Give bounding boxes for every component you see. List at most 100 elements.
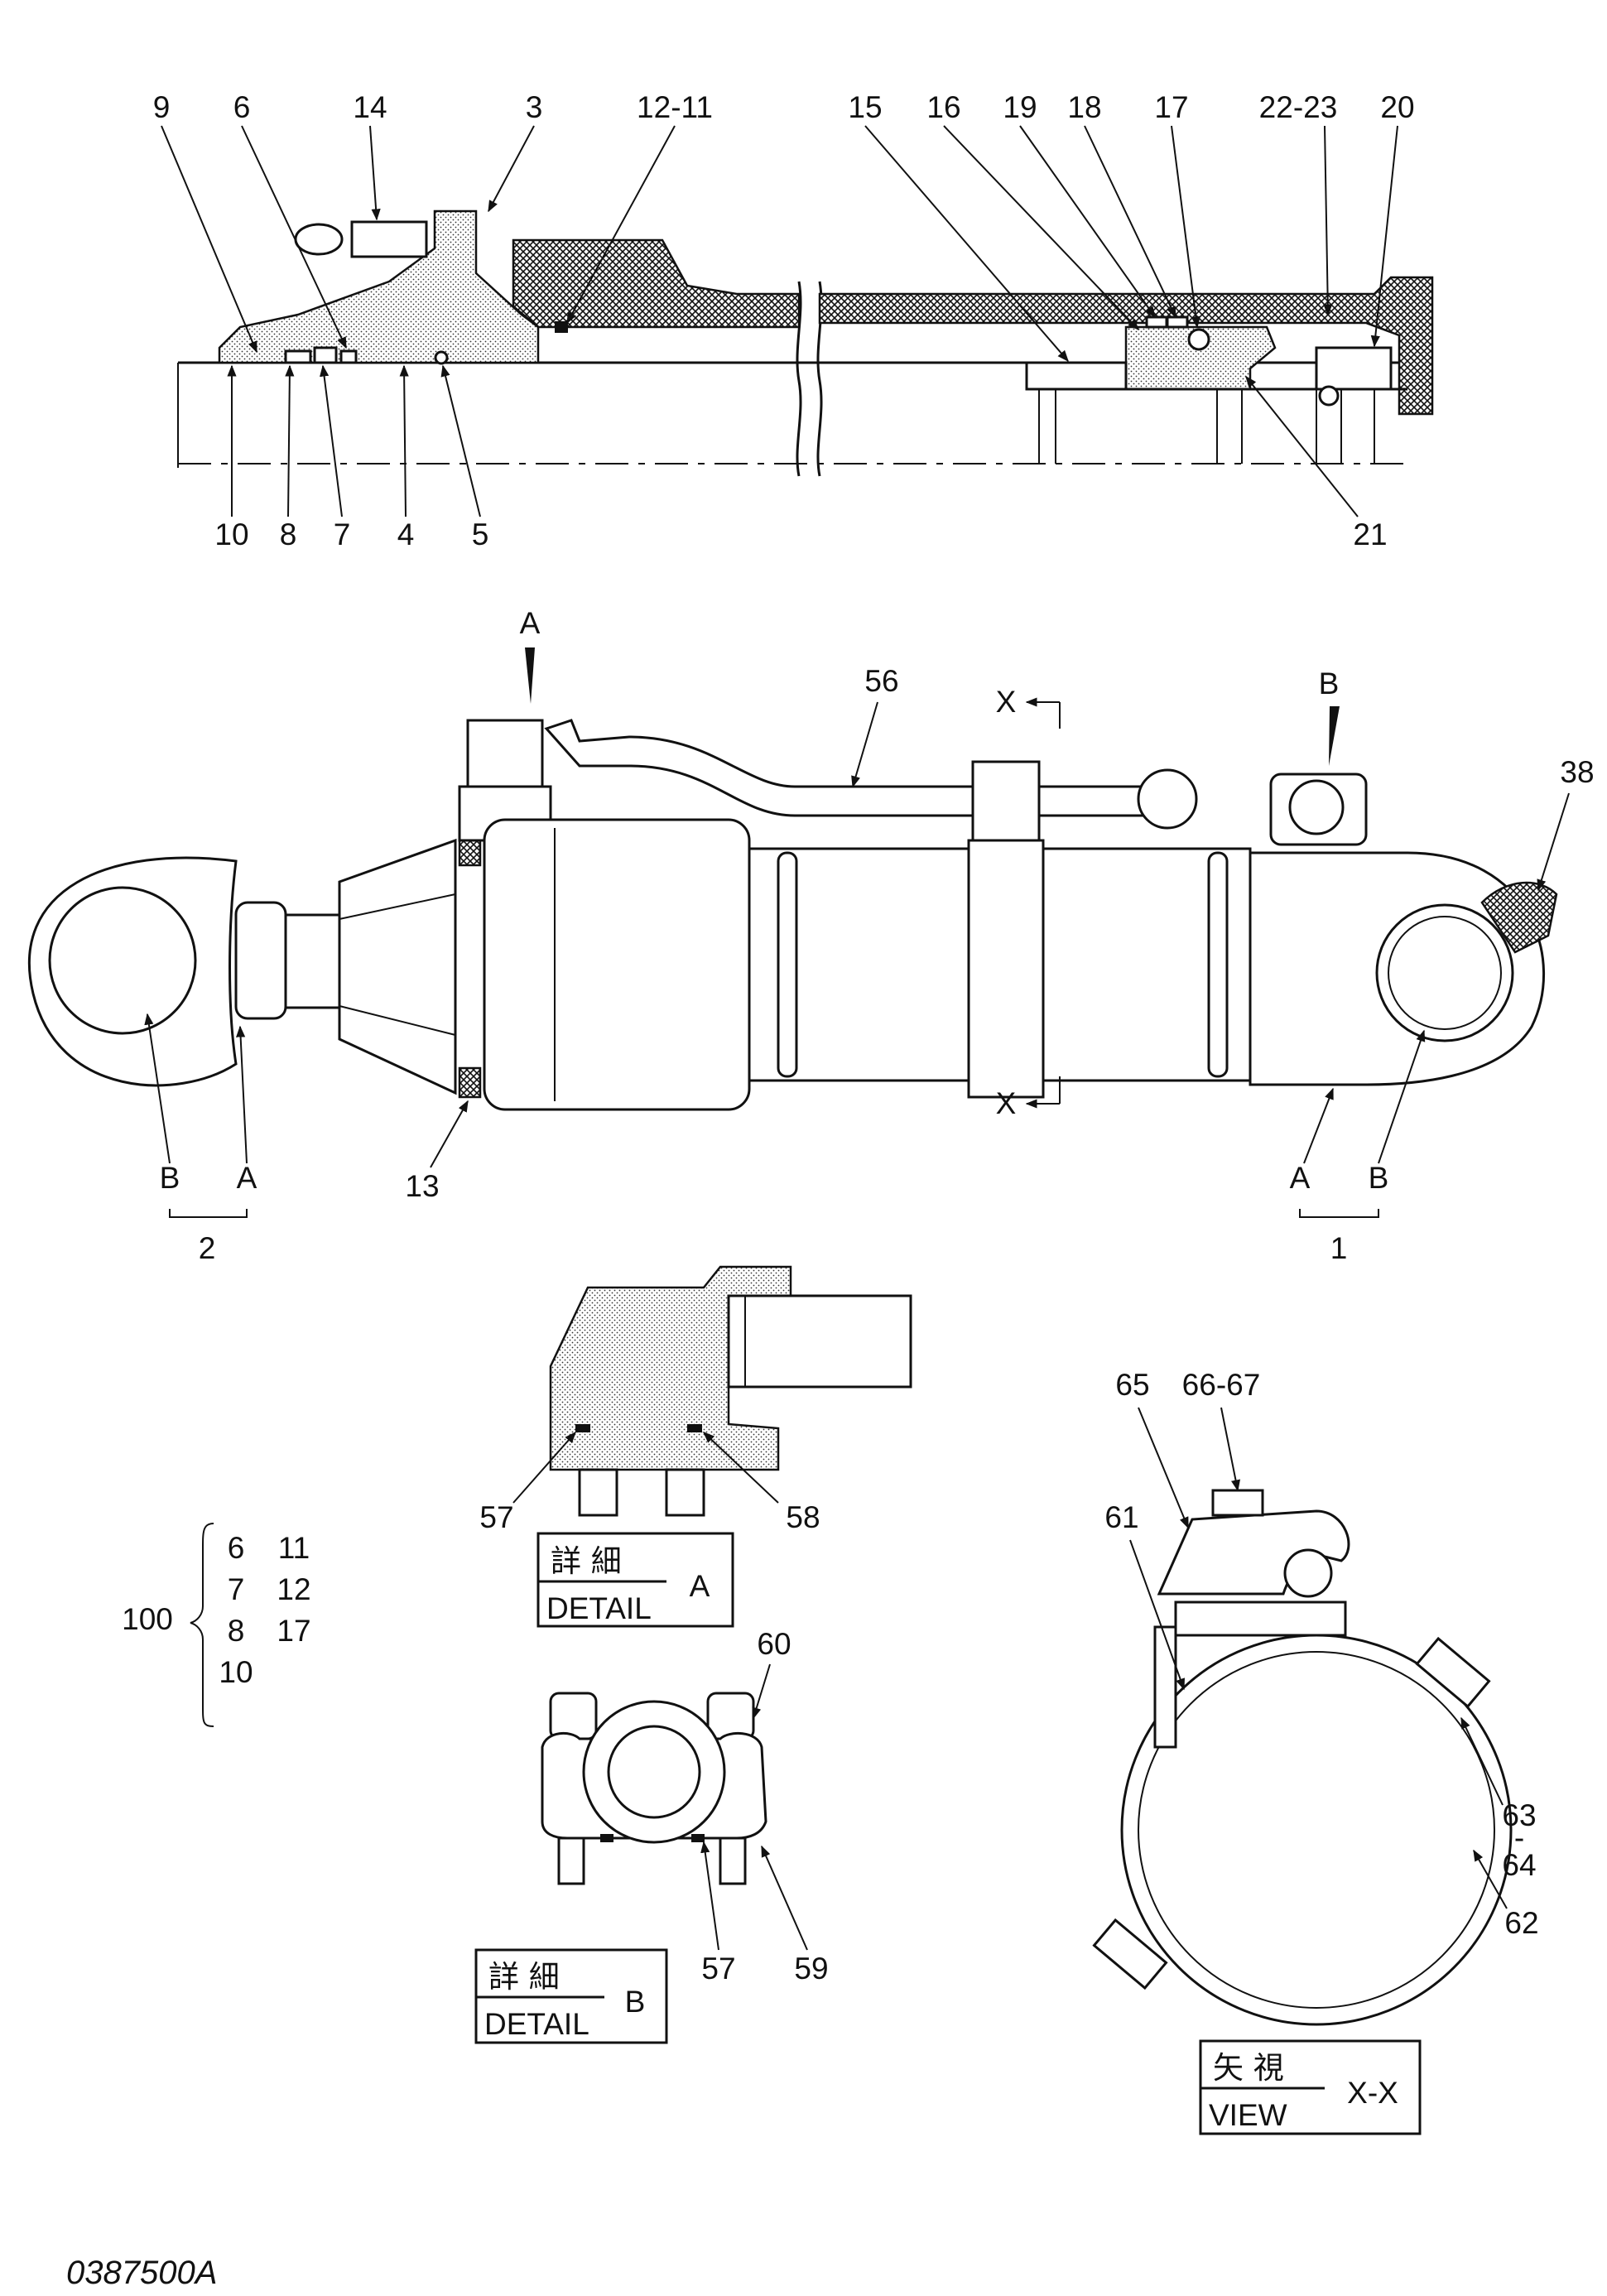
- leader-8: [285, 364, 295, 517]
- seal-8: [284, 349, 312, 364]
- callout-14: 14: [353, 90, 387, 124]
- callout-20: 20: [1380, 90, 1414, 124]
- o-ring-12: [555, 321, 568, 333]
- leader-57-b: [700, 1841, 719, 1951]
- detail-a: 57 58 詳 細 DETAIL A: [479, 1265, 912, 1628]
- callout-12-11: 12-11: [637, 90, 713, 124]
- callout-4: 4: [397, 517, 415, 551]
- dust-boot: [338, 838, 457, 1095]
- callout-57-b: 57: [701, 1952, 735, 1986]
- callout-x-top: X: [996, 685, 1017, 719]
- hose-56: [544, 719, 1144, 817]
- clamp-bolt-upper: [1415, 1636, 1491, 1709]
- callout-60: 60: [757, 1627, 791, 1661]
- leader-17: [1171, 125, 1200, 329]
- section-top-callouts: 9 6 14 3 12-11 15 16 19 18 17 22-23 20: [153, 90, 1415, 363]
- cylinder-head: [218, 209, 540, 364]
- callout-6: 6: [233, 90, 251, 124]
- leader-18: [1084, 125, 1176, 319]
- leader-7: [320, 364, 343, 517]
- leader-6: [241, 125, 347, 349]
- callout-65: 65: [1115, 1368, 1149, 1402]
- callout-63: 63: [1502, 1798, 1536, 1832]
- o-ring-b-2: [691, 1834, 705, 1842]
- leader-13: [430, 1100, 469, 1168]
- leader-5: [440, 364, 481, 517]
- kit-left-1: 7: [228, 1572, 245, 1606]
- head-end-a: A: [1290, 1161, 1311, 1195]
- flange-b-bore: [607, 1725, 701, 1819]
- leader-59: [761, 1845, 808, 1951]
- detail-b-jp: 詳 細: [488, 1959, 560, 1995]
- steel-ball-22: [1318, 385, 1340, 407]
- cushion-ring: [1025, 361, 1128, 391]
- clamp-bolt-lower-body: [1092, 1918, 1168, 1990]
- callout-66-67: 66-67: [1182, 1368, 1261, 1402]
- leader-58: [702, 1432, 779, 1504]
- arrow-a-top: [525, 647, 535, 704]
- callout-64: 64: [1502, 1848, 1536, 1882]
- wiper-bottom: [458, 1066, 482, 1099]
- leader-63-64: [1460, 1716, 1504, 1806]
- callout-7: 7: [334, 517, 351, 551]
- detail-a-letter: A: [690, 1569, 710, 1603]
- break-line-1: [796, 281, 802, 477]
- view-xx-jp: 矢 視: [1213, 2050, 1284, 2086]
- leader-12-11: [566, 125, 676, 325]
- leader-9: [161, 125, 257, 354]
- view-xx-en: VIEW: [1209, 2098, 1287, 2132]
- callout-38: 38: [1560, 755, 1594, 789]
- callout-16: 16: [926, 90, 960, 124]
- leader-21: [1245, 375, 1359, 517]
- leader-38: [1537, 792, 1570, 892]
- kit-right-1: 12: [277, 1572, 310, 1606]
- leader-65: [1138, 1407, 1189, 1529]
- group-2-label: 2: [199, 1231, 216, 1265]
- leader-3: [488, 125, 535, 213]
- hose-clamp-top: [971, 760, 1041, 842]
- leader-61: [1129, 1539, 1185, 1691]
- group-1-label: 1: [1330, 1231, 1348, 1265]
- kit-left-2: 8: [228, 1614, 245, 1648]
- piston-nut: [1315, 346, 1393, 391]
- leader-16: [943, 125, 1139, 331]
- view-xx: 65 66-67 61 63 - 64 62 矢 視 VIEW X-X: [1092, 1368, 1539, 2135]
- callout-dash: -: [1514, 1821, 1524, 1855]
- leader-14: [369, 125, 381, 221]
- hose-pipe: [727, 1294, 912, 1389]
- callout-57-a: 57: [479, 1500, 513, 1534]
- detail-a-title-box: [536, 1532, 734, 1628]
- tube-band-2: [1207, 851, 1229, 1078]
- leader-57-a: [512, 1431, 576, 1504]
- kit-right-2: 17: [277, 1614, 310, 1648]
- callout-18: 18: [1067, 90, 1101, 124]
- o-ring-58: [687, 1424, 702, 1432]
- clamp-base: [1174, 1600, 1347, 1637]
- bolt-head-right: [706, 1692, 755, 1740]
- bottom-bush: [1388, 916, 1502, 1030]
- bracket-group-2: [169, 1209, 248, 1218]
- cylinder-tube-right: [818, 276, 1434, 416]
- leader-head-a: [1303, 1087, 1334, 1164]
- grease-fitting-14: [350, 220, 428, 258]
- clamp-bolt-upper-body: [1415, 1636, 1491, 1709]
- grease-fitting-cap: [294, 223, 344, 256]
- o-ring-5: [434, 350, 449, 365]
- callout-61: 61: [1104, 1500, 1138, 1534]
- detail-a-jp: 詳 細: [551, 1543, 622, 1579]
- bottom-bore: [1375, 903, 1514, 1042]
- hose-fitting: [1137, 768, 1198, 830]
- rod-neck: [234, 901, 287, 1020]
- leader-rod-b: [144, 1013, 171, 1164]
- detail-a-en: DETAIL: [546, 1591, 652, 1625]
- leader-4: [399, 364, 409, 517]
- section-view: 9 6 14 3 12-11 15 16 19 18 17 22-23 20: [153, 90, 1434, 551]
- tube-inner: [1138, 1651, 1495, 2009]
- seal-kit: 100 6 7 8 10 11 12 17: [122, 1523, 311, 1727]
- bolt-b-1: [557, 1836, 585, 1885]
- leader-20: [1370, 125, 1398, 348]
- ring-18: [1166, 315, 1189, 329]
- callout-10: 10: [214, 517, 248, 551]
- hose-clamp-band: [967, 839, 1045, 1099]
- leader-66-67: [1220, 1407, 1241, 1492]
